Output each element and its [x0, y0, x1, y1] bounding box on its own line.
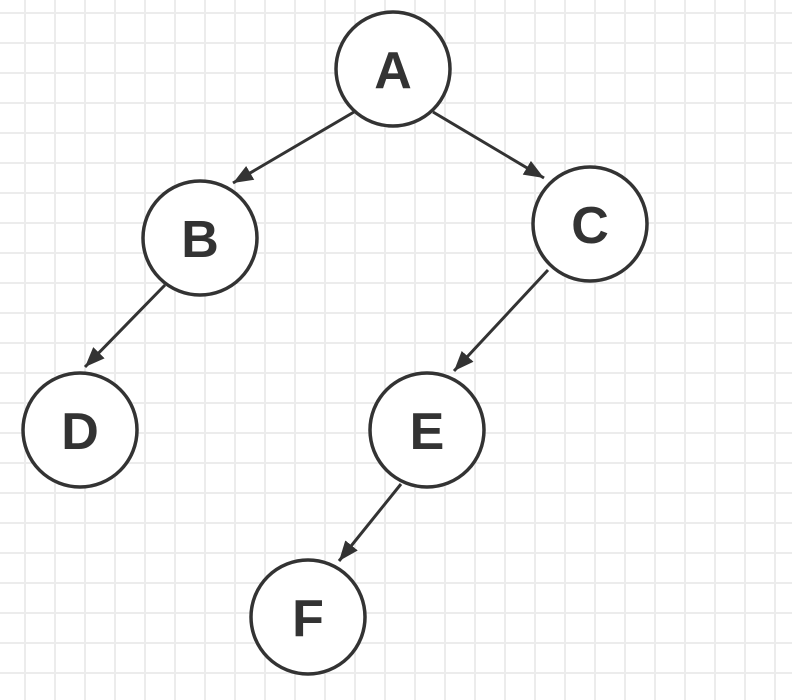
node-label-C: C [571, 197, 609, 255]
node-label-F: F [292, 590, 324, 648]
node-label-D: D [61, 403, 99, 461]
node-label-E: E [410, 403, 445, 461]
edge-E-F[interactable] [337, 483, 403, 562]
node-A[interactable]: A [334, 10, 452, 128]
node-label-A: A [374, 42, 412, 100]
edge-A-C[interactable] [432, 110, 545, 180]
node-D[interactable]: D [21, 371, 139, 489]
node-C[interactable]: C [531, 165, 649, 283]
node-circle-A[interactable] [334, 10, 452, 128]
node-circle-B[interactable] [141, 179, 259, 297]
node-B[interactable]: B [141, 179, 259, 297]
node-circle-C[interactable] [531, 165, 649, 283]
edge-B-D[interactable] [83, 283, 167, 369]
node-circle-E[interactable] [368, 371, 486, 489]
node-F[interactable]: F [249, 558, 367, 676]
edge-A-B[interactable] [232, 110, 355, 185]
node-label-B: B [181, 211, 219, 269]
node-E[interactable]: E [368, 371, 486, 489]
edge-C-E[interactable] [452, 268, 550, 373]
node-circle-D[interactable] [21, 371, 139, 489]
node-circle-F[interactable] [249, 558, 367, 676]
